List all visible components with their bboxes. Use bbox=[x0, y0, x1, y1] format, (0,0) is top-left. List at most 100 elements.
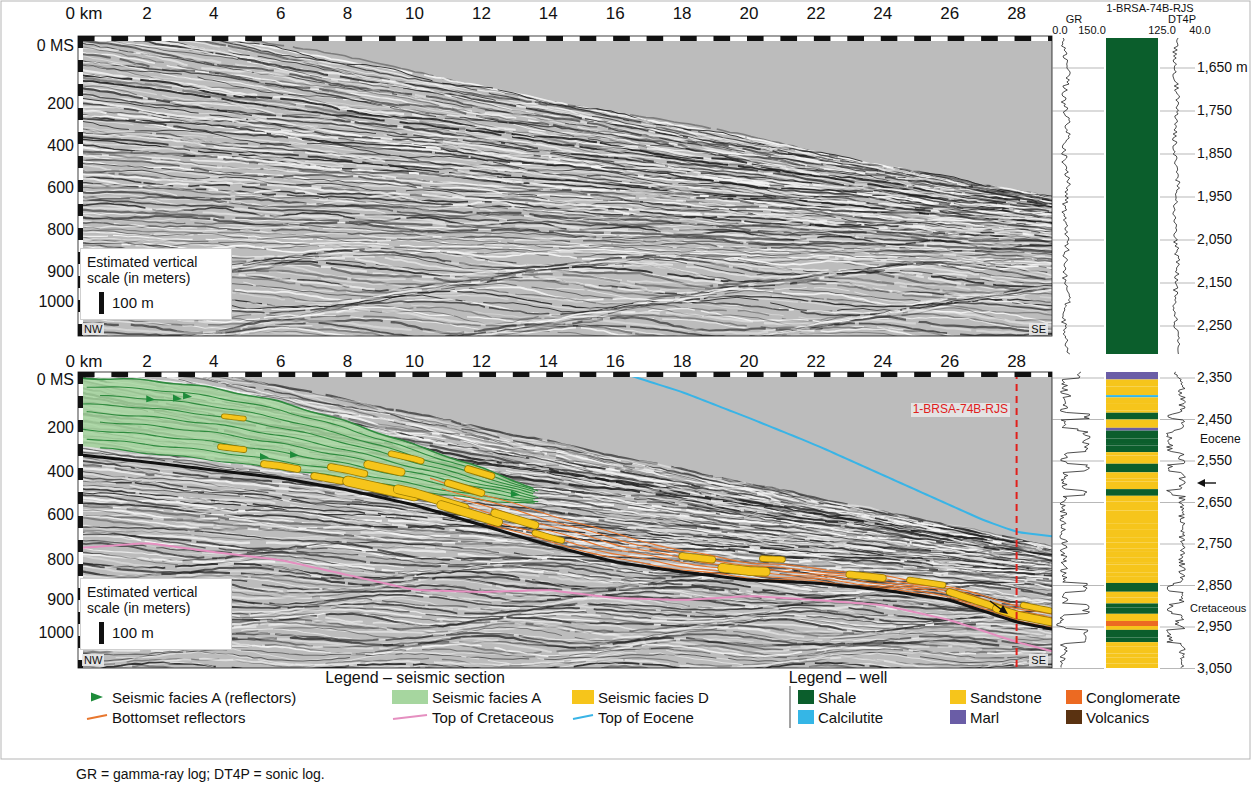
scale-caption: Estimated vertical scale (in meters) bbox=[87, 584, 225, 616]
legend-swatch bbox=[798, 690, 814, 704]
axis-tick bbox=[78, 444, 83, 456]
facies-a-reflector bbox=[100, 422, 535, 499]
facies-a-arrow bbox=[183, 392, 192, 399]
lithology-band bbox=[1106, 518, 1158, 524]
legend-item: Bottomset reflectors bbox=[86, 707, 245, 727]
depth-label: 2,450 bbox=[1197, 412, 1232, 427]
lithology-band bbox=[1106, 552, 1158, 558]
axis-scale-bar bbox=[78, 36, 1052, 336]
facies-d-outline bbox=[762, 555, 782, 563]
legend-item: Conglomerate bbox=[1066, 687, 1180, 707]
distance-tick-label: 26 bbox=[940, 353, 959, 372]
axis-tick bbox=[262, 372, 279, 377]
legend-text: Top of Eocene bbox=[598, 709, 694, 726]
axis-tick bbox=[128, 372, 145, 377]
axis-tick bbox=[346, 372, 363, 377]
axis-tick bbox=[262, 36, 279, 41]
gamma-ray-curve bbox=[1061, 38, 1070, 354]
axis-tick bbox=[78, 408, 83, 420]
axis-tick bbox=[78, 192, 83, 204]
facies-d-body bbox=[1023, 605, 1050, 610]
axis-tick bbox=[178, 372, 195, 377]
lithology-band bbox=[1106, 489, 1158, 496]
time-tick-label: 900 bbox=[47, 263, 74, 281]
bottomset-reflector bbox=[487, 524, 1052, 629]
log-gridline bbox=[1160, 68, 1195, 69]
pointer-arrow-head bbox=[1197, 479, 1205, 487]
axis-tick bbox=[78, 48, 83, 60]
scale-box: Estimated vertical scale (in meters)100 … bbox=[80, 578, 232, 650]
axis-tick bbox=[1048, 372, 1052, 377]
axis-tick bbox=[714, 36, 731, 41]
log-gridline bbox=[1052, 502, 1104, 503]
lithology-band bbox=[1106, 538, 1158, 543]
lithology-band bbox=[1106, 654, 1158, 658]
facies-d-outline bbox=[331, 467, 364, 474]
axis-tick bbox=[446, 36, 463, 41]
axis-tick bbox=[914, 372, 931, 377]
seismic-reflector bbox=[78, 332, 1052, 336]
axis-tick bbox=[814, 36, 831, 41]
lithology-band bbox=[1106, 410, 1158, 412]
legend-swatch bbox=[798, 710, 814, 724]
lithology-band bbox=[1106, 481, 1158, 489]
axis-tick bbox=[914, 36, 931, 41]
legend-line bbox=[87, 715, 107, 719]
axis-tick bbox=[948, 372, 965, 377]
axis-tick bbox=[78, 204, 83, 216]
axis-tick bbox=[847, 36, 864, 41]
axis-tick bbox=[881, 372, 898, 377]
log-gridline bbox=[1052, 544, 1104, 545]
axis-tick bbox=[229, 372, 246, 377]
facies-d-body bbox=[849, 575, 882, 579]
axis-tick bbox=[780, 372, 797, 377]
lithology-band bbox=[1106, 524, 1158, 530]
lithology-column bbox=[1106, 38, 1158, 354]
axis-tick bbox=[128, 36, 145, 41]
log-gridline bbox=[1160, 627, 1195, 628]
distance-tick-label: 10 bbox=[405, 5, 424, 24]
axis-tick bbox=[78, 144, 83, 156]
distance-tick-label: 18 bbox=[673, 5, 692, 24]
facies-d-outline bbox=[682, 556, 712, 560]
legend-text: Calcilutite bbox=[818, 709, 883, 726]
facies-d-body bbox=[448, 483, 481, 493]
lithology-band bbox=[1106, 603, 1158, 607]
facies-d-outline bbox=[224, 416, 244, 418]
axis-tick bbox=[78, 528, 83, 540]
lithology-band bbox=[1106, 630, 1158, 638]
lithology-band bbox=[1106, 614, 1158, 622]
facies-d-outline bbox=[448, 483, 481, 493]
lithology-band bbox=[1106, 502, 1158, 511]
axis-tick bbox=[78, 456, 83, 468]
time-tick-label: 0 MS bbox=[37, 37, 74, 55]
legend-text: Seismic facies A (reflectors) bbox=[112, 689, 296, 706]
axis-tick bbox=[162, 372, 179, 377]
lithology-band bbox=[1106, 542, 1158, 548]
axis-tick bbox=[78, 372, 83, 384]
axis-tick bbox=[279, 36, 296, 41]
lithology-band bbox=[1106, 496, 1158, 502]
facies-a-arrow bbox=[260, 453, 269, 460]
axis-tick bbox=[847, 372, 864, 377]
well-trace bbox=[1016, 372, 1018, 668]
lithology-band bbox=[1106, 607, 1158, 613]
time-tick-label: 800 bbox=[47, 551, 74, 569]
axis-tick bbox=[111, 36, 128, 41]
legend-swatch bbox=[950, 690, 966, 704]
facies-d-outline bbox=[368, 465, 401, 473]
axis-tick bbox=[178, 36, 195, 41]
orientation-label: NW bbox=[82, 654, 104, 666]
lithology-band bbox=[1106, 420, 1158, 428]
bottomset-reflector bbox=[430, 478, 1052, 613]
axis-tick bbox=[546, 36, 563, 41]
axis-tick bbox=[329, 372, 346, 377]
facies-d-body bbox=[910, 580, 943, 585]
orientation-label: SE bbox=[1029, 323, 1048, 335]
facies-d-body bbox=[495, 513, 535, 525]
time-tick-label: 600 bbox=[47, 506, 74, 524]
axis-tick bbox=[463, 36, 480, 41]
scale-bar bbox=[99, 292, 104, 314]
seismic-section bbox=[78, 36, 1052, 336]
facies-d-outline bbox=[468, 469, 491, 476]
